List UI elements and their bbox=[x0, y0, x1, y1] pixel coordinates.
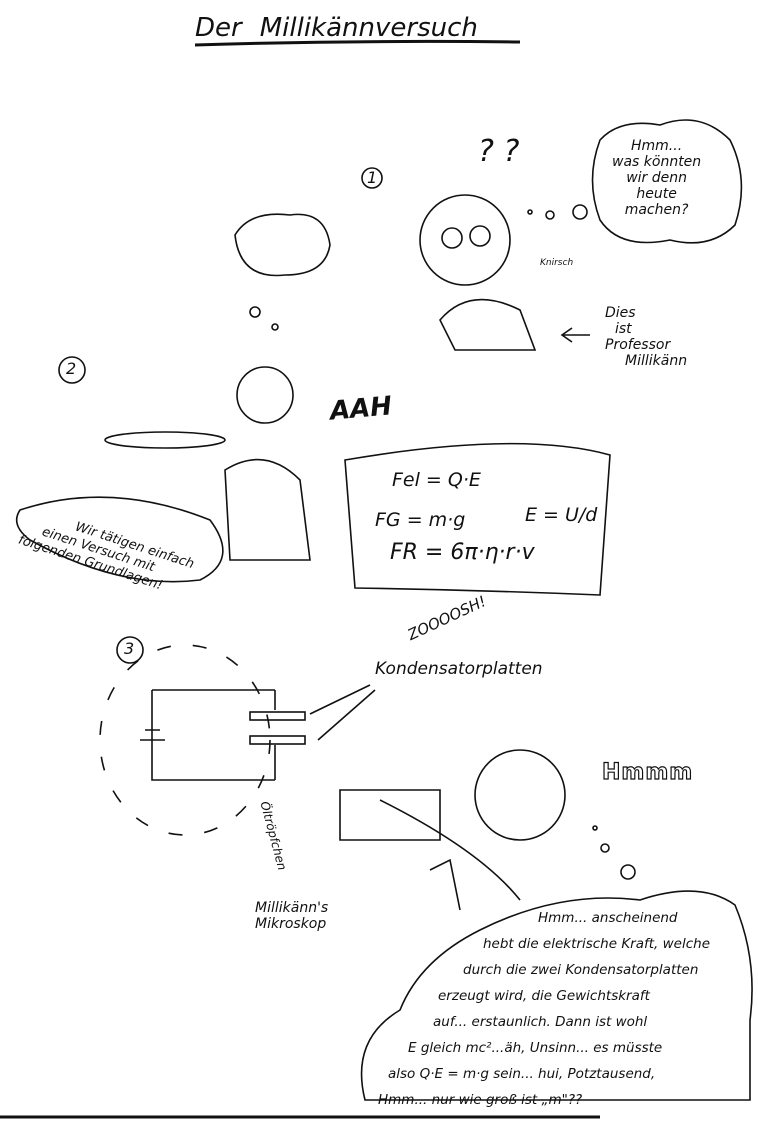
observer-head bbox=[474, 749, 566, 841]
bubble-dot bbox=[600, 843, 610, 853]
thought-line: wir denn bbox=[626, 170, 687, 187]
title-underline bbox=[194, 39, 521, 47]
bubble-dot bbox=[592, 825, 598, 831]
microscope-label-line: Mikroskop bbox=[255, 916, 327, 933]
formula-fg: FG = m·g bbox=[375, 509, 466, 531]
bubble-dot bbox=[271, 323, 279, 331]
circuit bbox=[140, 689, 276, 781]
thought-line: Hmm... anscheinend bbox=[538, 910, 678, 926]
panel1-number: 1 bbox=[367, 168, 378, 187]
thought-line: heute bbox=[636, 186, 677, 203]
thought-line: Hmm... bbox=[631, 138, 683, 154]
hmmm-sound: Hmmm bbox=[601, 759, 694, 785]
panel3-number: 3 bbox=[124, 639, 135, 658]
caption-line: Professor bbox=[605, 337, 671, 354]
bubble-dot bbox=[527, 209, 533, 215]
thought-text-3: Hmm... anscheinend hebt die elektrische K… bbox=[378, 905, 710, 1113]
plates-label: Kondensatorplatten bbox=[375, 659, 543, 679]
thought-line: durch die zwei Kondensatorplatten bbox=[463, 962, 699, 978]
thought-line: also Q·E = m·g sein... hui, Potztausend, bbox=[388, 1066, 656, 1082]
blackboard bbox=[344, 442, 611, 596]
glasses-lens bbox=[441, 227, 463, 249]
thought-bubble-1 bbox=[591, 119, 743, 244]
thought-line: was könnten bbox=[612, 154, 702, 171]
panel2-number: 2 bbox=[66, 359, 77, 378]
bottom-plate bbox=[249, 735, 306, 745]
thought-bubble-2 bbox=[234, 213, 331, 277]
panel2-number-circle bbox=[58, 356, 86, 384]
page-title: Der Millikännversuch bbox=[195, 13, 478, 44]
glasses-lens bbox=[469, 225, 491, 247]
title-prefix: Der bbox=[195, 13, 242, 43]
microscope bbox=[379, 799, 521, 911]
aah-exclaim: AAH bbox=[328, 391, 394, 427]
formula-fr: FR = 6π·η·r·v bbox=[390, 540, 535, 565]
thought-line: Hmm... nur wie groß ist „m"?? bbox=[378, 1092, 583, 1108]
thought-line: auf... erstaunlich. Dann ist wohl bbox=[433, 1014, 648, 1030]
bubble-dot bbox=[572, 204, 588, 220]
panel3-number-circle bbox=[116, 636, 144, 664]
formula-e: E = U/d bbox=[525, 504, 598, 526]
arrow bbox=[560, 327, 590, 343]
thought-line: erzeugt wird, die Gewichtskraft bbox=[438, 988, 650, 1004]
plate-arrows bbox=[309, 684, 376, 741]
thought-cloud bbox=[360, 890, 753, 1101]
microscope-tube bbox=[339, 789, 441, 841]
professor-head bbox=[419, 194, 511, 286]
panel1-number-circle bbox=[361, 167, 383, 189]
caption-line: ist bbox=[615, 321, 632, 338]
thought-line: E gleich mc²...äh, Unsinn... es müsste bbox=[408, 1040, 663, 1056]
halo bbox=[104, 431, 226, 449]
caption-line: Dies bbox=[605, 305, 636, 321]
title-name: Millikännversuch bbox=[259, 13, 478, 43]
thought-line: hebt die elektrische Kraft, welche bbox=[483, 936, 711, 952]
knirsch-sound: Knirsch bbox=[540, 258, 574, 268]
bubble-dot bbox=[620, 864, 636, 880]
question-marks: ? ? bbox=[478, 134, 520, 169]
speech-bubble bbox=[15, 496, 224, 583]
bubble-dot bbox=[249, 306, 261, 318]
excited-professor-body bbox=[224, 458, 311, 561]
dashed-circle bbox=[99, 644, 271, 836]
professor-body bbox=[439, 298, 537, 351]
microscope-label-line: Millikänn's bbox=[255, 900, 329, 916]
top-plate bbox=[249, 711, 306, 721]
formula-fel: Fel = Q·E bbox=[392, 469, 481, 491]
thought-line: machen? bbox=[624, 202, 689, 219]
excited-professor-head bbox=[236, 366, 294, 424]
bubble-dot bbox=[545, 210, 555, 220]
caption-line: Millikänn bbox=[625, 353, 688, 370]
